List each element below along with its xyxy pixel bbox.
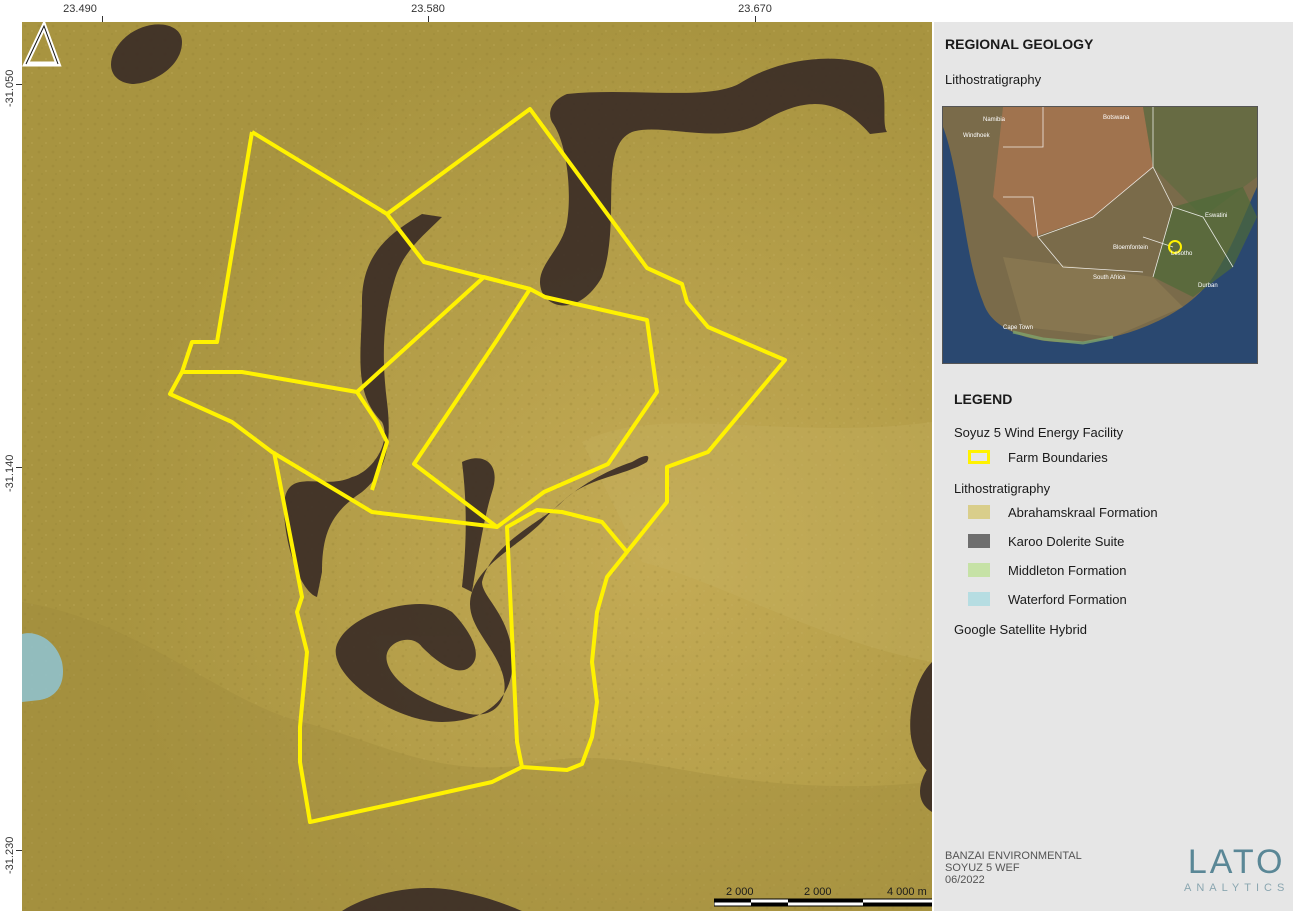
farm-boundaries[interactable] [168, 107, 787, 824]
legend-group-lithostratigraphy: Lithostratigraphy [954, 481, 1051, 496]
scale-label-1: 2 000 [726, 886, 754, 898]
inset-label-botswana: Botswana [1103, 115, 1130, 121]
inset-label-namibia: Namibia [983, 117, 1006, 123]
inset-label-cape-town: Cape Town [1003, 325, 1033, 331]
panel-title: REGIONAL GEOLOGY [945, 36, 1094, 52]
logo-main-text: LATO [1187, 843, 1286, 881]
legend-label-karoo-dolerite: Karoo Dolerite Suite [1008, 533, 1125, 549]
legend-basemap: Google Satellite Hybrid [954, 622, 1087, 637]
logo-sub-text: ANALYTICS [1184, 882, 1290, 894]
tick [755, 16, 756, 22]
coord-top-3: 23.670 [738, 3, 772, 15]
waterford-formation-area [22, 633, 64, 702]
legend-label-abrahamskraal: Abrahamskraal Formation [1008, 504, 1158, 520]
scale-bar: 2 000 2 000 4 000 m [714, 886, 932, 911]
inset-label-bloemfontein: Bloemfontein [1113, 245, 1148, 251]
scale-bar-graphic [714, 898, 932, 907]
tick [16, 84, 22, 85]
credit-line-3: 06/2022 [945, 874, 985, 886]
inset-map[interactable]: Namibia Botswana Eswatini Lesotho South … [942, 106, 1258, 364]
legend-item-waterford: Waterford Formation [968, 590, 1127, 608]
credit-line-1: BANZAI ENVIRONMENTAL [945, 850, 1082, 862]
coord-left-2: -31.140 [4, 454, 16, 492]
terrain-shade [22, 602, 932, 911]
main-map[interactable]: 2 000 2 000 4 000 m [22, 22, 932, 911]
terrain-light [582, 422, 932, 662]
legend-label-middleton: Middleton Formation [1008, 562, 1127, 578]
karoo-dolerite-suite [111, 24, 932, 911]
legend-swatch-farm [968, 450, 990, 464]
inset-label-eswatini: Eswatini [1205, 213, 1227, 219]
coord-top-1: 23.490 [63, 3, 97, 15]
legend-swatch-abrahamskraal [968, 505, 990, 519]
north-arrow-icon [22, 22, 62, 67]
coord-top-2: 23.580 [411, 3, 445, 15]
lato-logo: LATO ANALYTICS [1184, 844, 1289, 894]
legend-swatch-karoo-dolerite [968, 534, 990, 548]
legend-item-middleton: Middleton Formation [968, 561, 1127, 579]
legend-group-facility: Soyuz 5 Wind Energy Facility [954, 425, 1124, 440]
scale-label-3: 4 000 m [887, 886, 927, 898]
tick [102, 16, 103, 22]
tick [16, 850, 22, 851]
coord-left-1: -31.050 [4, 69, 16, 107]
inset-label-durban: Durban [1198, 283, 1218, 289]
coord-left-3: -31.230 [4, 836, 16, 874]
inset-label-south-africa: South Africa [1093, 275, 1126, 281]
inset-map-canvas: Namibia Botswana Eswatini Lesotho South … [943, 107, 1257, 363]
inset-label-lesotho: Lesotho [1171, 251, 1193, 257]
credit-line-2: SOYUZ 5 WEF [945, 862, 1020, 874]
panel-subtitle: Lithostratigraphy [945, 72, 1042, 87]
legend-title: LEGEND [954, 391, 1013, 407]
tick [428, 16, 429, 22]
side-panel: REGIONAL GEOLOGY Lithostratigraphy [934, 22, 1293, 911]
legend-label-farm: Farm Boundaries [1008, 449, 1108, 465]
legend-swatch-middleton [968, 563, 990, 577]
tick [16, 467, 22, 468]
legend-item-farm-boundaries: Farm Boundaries [968, 448, 1108, 466]
map-canvas [22, 22, 932, 911]
legend-item-abrahamskraal: Abrahamskraal Formation [968, 503, 1158, 521]
scale-label-2: 2 000 [804, 886, 832, 898]
legend-swatch-waterford [968, 592, 990, 606]
inset-label-windhoek: Windhoek [963, 133, 991, 139]
legend-item-karoo-dolerite: Karoo Dolerite Suite [968, 532, 1124, 550]
legend-label-waterford: Waterford Formation [1008, 591, 1127, 607]
